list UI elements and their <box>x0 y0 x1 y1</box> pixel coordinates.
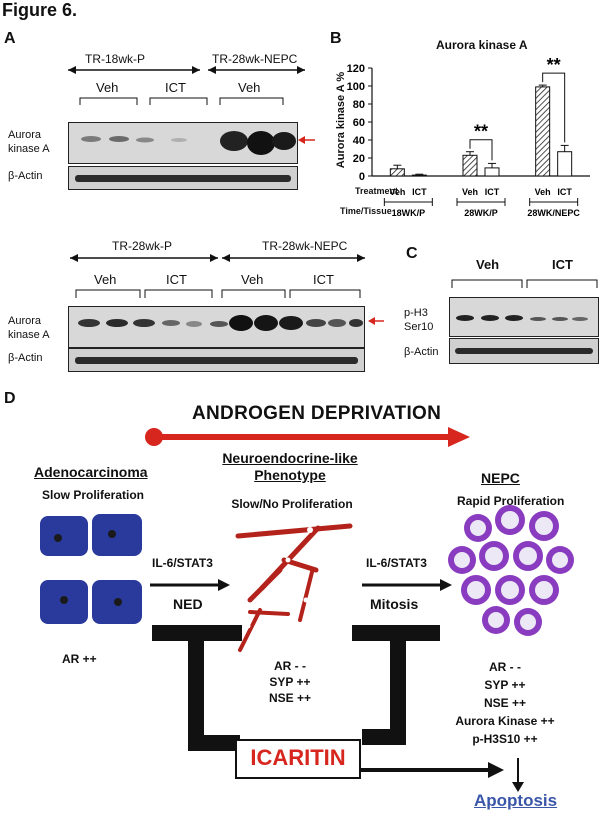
nepc-title: NEPC <box>481 470 520 486</box>
blot1-group-left: TR-18wk-P <box>85 52 146 66</box>
blot2-group-left: TR-28wk-P <box>112 239 173 253</box>
chart-treatment-tick-label: ICT <box>412 187 427 197</box>
chart-treatment-tick-label: Veh <box>535 187 551 197</box>
ne-markers: AR - - SYP ++ NSE ++ <box>250 658 330 706</box>
chart-y-tick-label: 80 <box>353 99 365 111</box>
chart-y-tick-label: 0 <box>359 171 365 183</box>
nepc-marker: p-H3S10 ++ <box>472 732 538 746</box>
blot1-sub-veh: Veh <box>96 80 119 95</box>
panel-a-label: A <box>4 30 16 47</box>
blot2-sub-veh2: Veh <box>241 272 264 287</box>
blot1-group-right: TR-28wk-NEPC <box>212 52 298 66</box>
nepc-sub: Rapid Proliferation <box>457 494 565 508</box>
blot2-actin-band <box>68 348 365 372</box>
nepc-markers: AR - - SYP ++ NSE ++ Aurora Kinase ++ p-… <box>440 658 570 748</box>
arrow1-bottom-label: NED <box>173 596 203 612</box>
ne-sub: Slow/No Proliferation <box>231 497 353 511</box>
panel-d-label: D <box>4 390 16 407</box>
blot1-header-lines <box>68 66 384 325</box>
chart-significance-label: ** <box>474 122 488 142</box>
blot2-sub-ict2: ICT <box>313 272 334 287</box>
icaritin-label: ICARITIN <box>250 745 346 770</box>
panel-c-ph3-band <box>449 297 599 337</box>
blot1-row2-label: β-Actin <box>8 170 43 182</box>
chart-significance-bracket <box>469 139 493 161</box>
nepc-marker: NSE ++ <box>483 696 527 710</box>
blot2-group-right: TR-28wk-NEPC <box>262 239 348 253</box>
chart-significance-label: ** <box>547 55 561 75</box>
panel-c-row2-label: β-Actin <box>404 346 439 358</box>
chart-treatment-tick-label: ICT <box>557 187 572 197</box>
ne-marker: AR - - <box>274 659 306 673</box>
arrow2-top-label: IL-6/STAT3 <box>366 556 427 570</box>
chart-treatment-tick-label: Veh <box>462 187 478 197</box>
blot1-actin-band <box>68 166 298 190</box>
chart-y-tick-label: 40 <box>353 135 365 147</box>
chart-category-label: 28WK/NEPC <box>527 208 580 218</box>
panel-c-label: C <box>406 245 418 262</box>
blot2-row1-label: Aurora kinase A <box>8 315 50 341</box>
nepc-marker: Aurora Kinase ++ <box>455 714 555 728</box>
chart-treatment-tick-label: ICT <box>485 187 500 197</box>
adeno-title: Adenocarcinoma <box>34 464 148 480</box>
ne-marker: SYP ++ <box>269 675 311 689</box>
adeno-sub: Slow Proliferation <box>42 488 145 502</box>
chart-category-label: 28WK/P <box>464 208 498 218</box>
panel-c-sub-ict: ICT <box>552 257 573 272</box>
chart-treatment-label: Treatment <box>355 186 399 196</box>
neuroendocrine-cells-icon <box>235 523 353 652</box>
panel-c-sub-veh: Veh <box>476 257 500 272</box>
apoptosis-label: Apoptosis <box>474 791 558 810</box>
blot1-row1-label: Aurora kinase A <box>8 129 50 155</box>
ne-marker: NSE ++ <box>268 691 312 705</box>
chart-y-tick-label: 60 <box>353 117 365 129</box>
adenocarcinoma-cells-icon <box>40 514 142 624</box>
androgen-deprivation-label: ANDROGEN DEPRIVATION <box>192 403 442 424</box>
nepc-marker: AR - - <box>489 660 521 674</box>
blot2-sub-ict: ICT <box>166 272 187 287</box>
chart-y-tick-label: 100 <box>347 81 365 93</box>
nepc-marker: SYP ++ <box>484 678 526 692</box>
chart-time-label: Time/Tissue <box>340 206 392 216</box>
figure-title: Figure 6. <box>2 0 78 20</box>
blot2-aurora-band <box>68 306 365 348</box>
chart-significance-bracket <box>542 72 566 143</box>
chart-y-tick-label: 20 <box>353 153 365 165</box>
chart-y-tick-label: 120 <box>347 63 365 75</box>
chart-category-label: 18WK/P <box>392 208 426 218</box>
nepc-cells-icon <box>448 505 574 636</box>
adeno-marker: AR ++ <box>62 652 97 666</box>
panel-c-brackets <box>451 279 598 288</box>
arrow2-bottom-label: Mitosis <box>370 596 419 612</box>
panel-c-row1-label: p-H3 Ser10 <box>404 307 434 333</box>
panel-c-actin-band <box>449 338 599 364</box>
blot1-aurora-band <box>68 122 298 164</box>
blot2-row2-label: β-Actin <box>8 352 43 364</box>
ne-title: Neuroendocrine-like Phenotype <box>222 450 358 483</box>
arrow1-top-label: IL-6/STAT3 <box>152 556 213 570</box>
blot1-sub-ict: ICT <box>165 80 186 95</box>
blot2-sub-veh: Veh <box>94 272 117 287</box>
panel-b-label: B <box>330 30 342 47</box>
blot1-sub-veh2: Veh <box>238 80 261 95</box>
chart-treatment-tick-label: Veh <box>389 187 405 197</box>
chart-title: Aurora kinase A <box>436 38 528 52</box>
